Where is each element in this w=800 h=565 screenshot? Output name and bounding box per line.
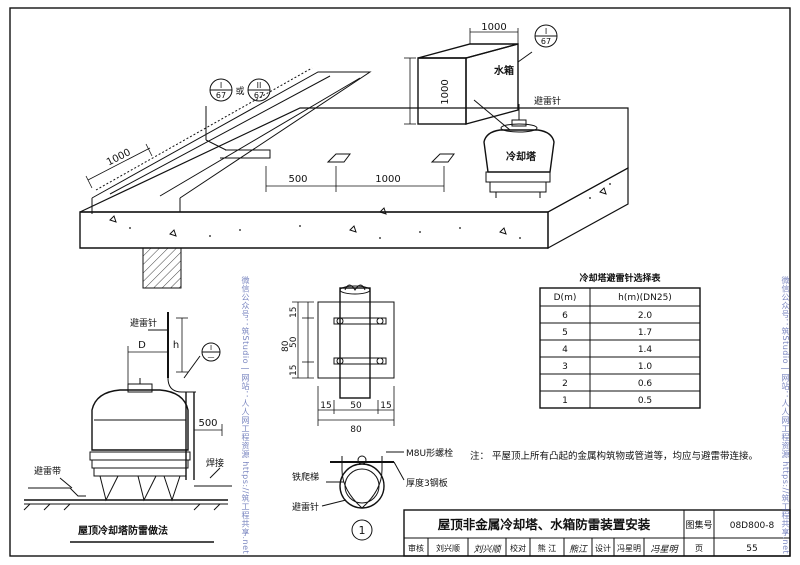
ref-small-den: —: [208, 353, 215, 361]
table-header-d: D(m): [554, 293, 577, 303]
design-label: 设计: [595, 543, 611, 553]
ref-or-text: 或: [235, 85, 244, 97]
lightning-rod-label-detail: 避雷针: [292, 501, 319, 513]
reviewer-name: 刘兴顺: [436, 543, 460, 553]
subcaption-left: 屋顶冷却塔防雷做法: [78, 524, 168, 537]
ref-circle-left1: [209, 78, 233, 102]
clamp-detail: [292, 284, 405, 541]
ref-left2-num: II: [257, 81, 262, 90]
table-header-h: h(m)(DN25): [618, 293, 672, 303]
table-cell-h: 0.6: [638, 379, 653, 389]
table-cell-d: 6: [562, 311, 568, 321]
page-label: 页: [695, 544, 703, 553]
ref-small-num: I: [210, 344, 212, 352]
dim-gap-500: 500: [288, 174, 307, 185]
designer-name: 冯星明: [617, 544, 641, 553]
designer-signature: 冯星明: [650, 544, 679, 555]
detail-mark: 1: [359, 524, 366, 537]
table-cell-h: 1.0: [638, 362, 653, 372]
lightning-rod-label-left: 避雷针: [130, 317, 157, 329]
water-tank-label: 水箱: [493, 64, 514, 77]
dim-tank-top: 1000: [481, 22, 506, 33]
water-tank: [404, 28, 519, 125]
ref-top-den: 67: [541, 37, 551, 46]
checker-name: 熊 江: [538, 543, 557, 553]
table-cell-d: 5: [562, 328, 568, 338]
table-cell-d: 4: [562, 345, 568, 355]
ref-left1-den: 67: [216, 91, 226, 100]
drawing-title: 屋顶非金属冷却塔、水箱防雷装置安装: [438, 517, 651, 532]
atlas-label: 图集号: [685, 519, 712, 531]
title-block-grid: [403, 509, 791, 557]
dim-bottom-15b: 15: [380, 401, 391, 411]
sheet-frame: [9, 7, 791, 557]
u-bolt-label: M8U形螺栓: [406, 447, 453, 459]
table-cell-h: 2.0: [638, 311, 653, 321]
dim-span-1000: 1000: [375, 174, 400, 185]
table-cell-h: 1.4: [638, 345, 653, 355]
dim-roof-left: 1000: [105, 147, 133, 168]
dim-d-label: D: [138, 340, 146, 351]
dim-plate-15a: 15: [289, 307, 299, 318]
ref-circle-left2: [247, 78, 271, 102]
table-cell-d: 3: [562, 362, 568, 372]
page-number: 55: [746, 544, 757, 554]
dim-tank-side: 1000: [440, 79, 451, 104]
weld-label: 焊接: [206, 457, 224, 469]
table-title: 冷却塔避雷针选择表: [579, 272, 661, 284]
dim-bottom-15a: 15: [320, 401, 331, 411]
reviewer-signature: 刘兴顺: [473, 544, 502, 555]
dim-offset-500: 500: [198, 418, 217, 429]
steel-plate-label: 厚度3钢板: [406, 477, 448, 489]
detail-mark-circle: [351, 519, 373, 541]
ref-left2-den: 67: [254, 91, 264, 100]
table-cell-h: 0.5: [638, 396, 652, 406]
lightning-belt-label: 避雷带: [34, 465, 61, 477]
dim-h-label: h: [173, 340, 179, 351]
roof-perspective: [79, 28, 629, 289]
ref-circle-small: [201, 342, 221, 362]
ref-top-num: I: [545, 27, 547, 36]
dim-bottom-50: 50: [350, 401, 362, 411]
dim-bottom-80: 80: [350, 425, 362, 435]
rod-selection-table: [539, 287, 701, 409]
steel-ladder-label: 铁爬梯: [292, 471, 319, 483]
table-cell-h: 1.7: [638, 328, 652, 338]
lightning-rod-label-top: 避雷针: [534, 95, 561, 107]
table-cell-d: 2: [562, 379, 568, 389]
watermark-right: 微信公众号：筑Studio | 网站：人人网工程资源 https://筑工程共享…: [781, 276, 790, 555]
cooling-tower-elevation: [23, 312, 232, 511]
cooling-tower-label: 冷却塔: [506, 150, 537, 163]
checker-signature: 熊江: [569, 544, 588, 555]
general-note: 注： 平屋顶上所有凸起的金属构筑物或管道等，均应与避雷带连接。: [470, 450, 758, 462]
review-label: 审核: [408, 543, 424, 553]
atlas-number: 08D800-8: [730, 521, 775, 531]
cooling-tower: [473, 99, 555, 198]
dim-plate-80: 80: [281, 340, 291, 352]
ref-left1-num: I: [220, 81, 222, 90]
dim-plate-50: 50: [289, 336, 299, 348]
watermark-left: 微信公众号：筑Studio | 网站：人人网工程资源 https://筑工程共享…: [241, 276, 250, 555]
ref-circle-top: [534, 24, 558, 48]
check-label: 校对: [510, 543, 526, 553]
dim-plate-15b: 15: [289, 365, 299, 376]
table-cell-d: 1: [562, 396, 568, 406]
